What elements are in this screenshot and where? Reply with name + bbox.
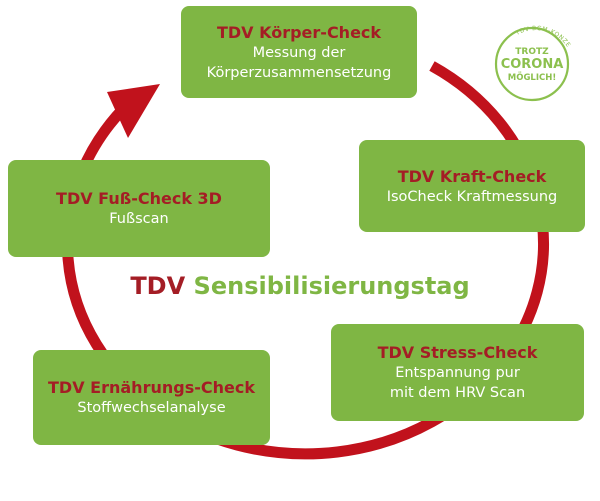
step-desc-line: Entspannung pur	[395, 365, 520, 381]
step-title: TDV Fuß-Check 3D	[56, 189, 222, 208]
corona-seal-stamp: TDV BGM-KONZEPT TROTZ CORONA MÖGLICH!	[482, 20, 572, 102]
step-title: TDV Körper-Check	[216, 22, 382, 42]
step-desc-line: Fußscan	[109, 211, 169, 227]
step-desc-line: mit dem HRV Scan	[389, 385, 526, 401]
seal-arc-text: TDV BGM-KONZEPT	[482, 20, 572, 49]
diagram-title-brand: TDV	[130, 272, 186, 300]
step-desc-line: IsoCheck Kraftmessung	[386, 188, 558, 205]
seal-line-2: CORONA	[501, 57, 564, 72]
diagram-title-text: Sensibilisierungstag	[193, 272, 470, 300]
step-box-fuss-check: TDV Fuß-Check 3D Fußscan	[8, 160, 270, 257]
step-desc-line: Körperzusammensetzung	[206, 64, 392, 81]
seal-line-1: TROTZ	[515, 47, 549, 57]
seal-line-3: MÖGLICH!	[508, 72, 556, 83]
step-box-kraft-check: TDV Kraft-Check IsoCheck Kraftmessung	[359, 140, 585, 232]
step-box-koerper-check: TDV Körper-Check Messung der Körperzusam…	[181, 6, 417, 98]
cycle-arrowhead	[107, 84, 160, 138]
diagram-title: TDV Sensibilisierungstag	[110, 271, 490, 301]
step-box-ernaehrungs-check: TDV Ernährungs-Check Stoffwechselanalyse	[33, 350, 270, 445]
step-title: TDV Stress-Check	[377, 343, 538, 362]
step-title: TDV Ernährungs-Check	[48, 378, 255, 397]
step-title: TDV Kraft-Check	[397, 166, 547, 186]
step-box-stress-check: TDV Stress-Check Entspannung pur mit dem…	[331, 324, 584, 421]
step-desc-line: Messung der	[252, 44, 346, 61]
step-desc-line: Stoffwechselanalyse	[77, 400, 226, 416]
seal-ring	[494, 26, 570, 102]
